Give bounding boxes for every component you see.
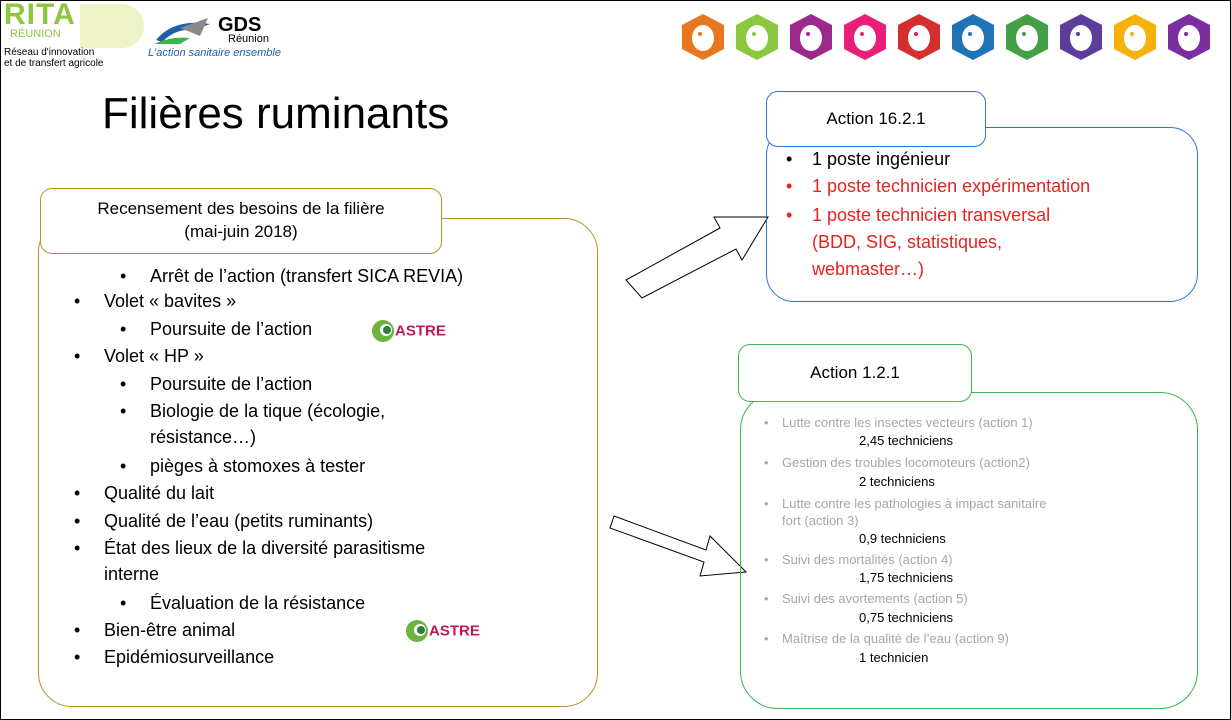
gds-logo-tagline: L'action sanitaire ensemble bbox=[148, 47, 281, 59]
gds-logo-icon bbox=[154, 18, 210, 44]
chicken-icon bbox=[1006, 14, 1048, 60]
action-item-value: 2 techniciens bbox=[859, 474, 935, 489]
rita-logo-region: RÉUNION bbox=[10, 28, 61, 40]
list-item: •Volet « HP » bbox=[74, 346, 204, 366]
animal-icons-strip bbox=[680, 12, 1228, 62]
action-item-name-continuation: fort (action 3) bbox=[782, 513, 859, 528]
horse-icon bbox=[736, 14, 778, 60]
rita-logo-line1: Réseau d'innovation bbox=[4, 47, 95, 58]
list-item-continuation: interne bbox=[104, 564, 160, 584]
list-item: •Bien-être animal bbox=[74, 620, 236, 640]
list-item: •Qualité du lait bbox=[74, 483, 215, 503]
action-item-name: •Gestion des troubles locomoteurs (actio… bbox=[764, 455, 1030, 470]
cow-icon bbox=[682, 14, 724, 60]
list-item: •Arrêt de l’action (transfert SICA REVIA… bbox=[120, 266, 464, 286]
astre-logo: ASTRE bbox=[405, 618, 480, 644]
action-item-name: •Maîtrise de la qualité de l’eau (action… bbox=[764, 631, 1009, 646]
bee-icon bbox=[1114, 14, 1156, 60]
astre-logo-icon bbox=[406, 620, 428, 642]
action-item-value: 0,75 techniciens bbox=[859, 610, 953, 625]
rita-logo-shape bbox=[80, 4, 144, 48]
action-item-name: •Suivi des avortements (action 5) bbox=[764, 591, 968, 606]
goat-icon bbox=[952, 14, 994, 60]
action-item-value: 1 technicien bbox=[859, 650, 929, 665]
list-item-continuation: webmaster…) bbox=[812, 259, 925, 279]
action-item-name: •Suivi des mortalités (action 4) bbox=[764, 552, 953, 567]
astre-logo: ASTRE bbox=[371, 318, 446, 344]
pig-icon bbox=[844, 14, 886, 60]
action-1-label: Action 1.2.1 bbox=[738, 344, 972, 402]
action-item-value: 2,45 techniciens bbox=[859, 433, 953, 448]
slide-title: Filières ruminants bbox=[102, 89, 450, 138]
astre-logo-text: ASTRE bbox=[429, 622, 480, 640]
donkey-icon bbox=[1060, 14, 1102, 60]
action-item-value: 0,9 techniciens bbox=[859, 531, 946, 546]
list-item: •1 poste technicien transversal bbox=[786, 205, 1051, 225]
list-item: •État des lieux de la diversité parasiti… bbox=[74, 538, 426, 558]
arrow-up-right-icon bbox=[625, 216, 769, 299]
action-item-value: 1,75 techniciens bbox=[859, 570, 953, 585]
arrow-down-right-icon bbox=[609, 515, 748, 577]
rabbit-icon bbox=[898, 14, 940, 60]
list-item: •pièges à stomoxes à tester bbox=[120, 456, 366, 476]
list-item: •Poursuite de l’action bbox=[120, 374, 313, 394]
list-item: •1 poste ingénieur bbox=[786, 149, 951, 169]
list-item: •1 poste technicien expérimentation bbox=[786, 176, 1091, 196]
list-item: •Évaluation de la résistance bbox=[120, 593, 366, 613]
list-item: •Epidémiosurveillance bbox=[74, 647, 275, 667]
list-item-continuation: résistance…) bbox=[150, 427, 257, 447]
action-16-label: Action 16.2.1 bbox=[766, 91, 986, 147]
rita-logo-line2: et de transfert agricole bbox=[4, 58, 104, 69]
gds-logo-region: Réunion bbox=[228, 33, 269, 45]
action-item-name: •Lutte contre les pathologies à impact s… bbox=[764, 496, 1047, 511]
list-item-continuation: (BDD, SIG, statistiques, bbox=[812, 232, 1003, 252]
sheep-icon bbox=[790, 14, 832, 60]
list-item: •Biologie de la tique (écologie, bbox=[120, 401, 386, 421]
deer-icon bbox=[1168, 14, 1210, 60]
astre-logo-text: ASTRE bbox=[395, 322, 446, 340]
needs-box-label: Recensement des besoins de la filière (m… bbox=[40, 188, 442, 254]
list-item: •Volet « bavites » bbox=[74, 291, 237, 311]
list-item: •Qualité de l’eau (petits ruminants) bbox=[74, 511, 374, 531]
astre-logo-icon bbox=[372, 320, 394, 342]
action-item-name: •Lutte contre les insectes vecteurs (act… bbox=[764, 415, 1033, 430]
rita-logo-name: RITA bbox=[4, 0, 76, 31]
list-item: •Poursuite de l’action bbox=[120, 319, 313, 339]
gds-logo-name: GDS bbox=[218, 14, 262, 36]
needs-label-line1: Recensement des besoins de la filière bbox=[97, 199, 385, 218]
needs-label-line2: (mai-juin 2018) bbox=[184, 222, 298, 241]
